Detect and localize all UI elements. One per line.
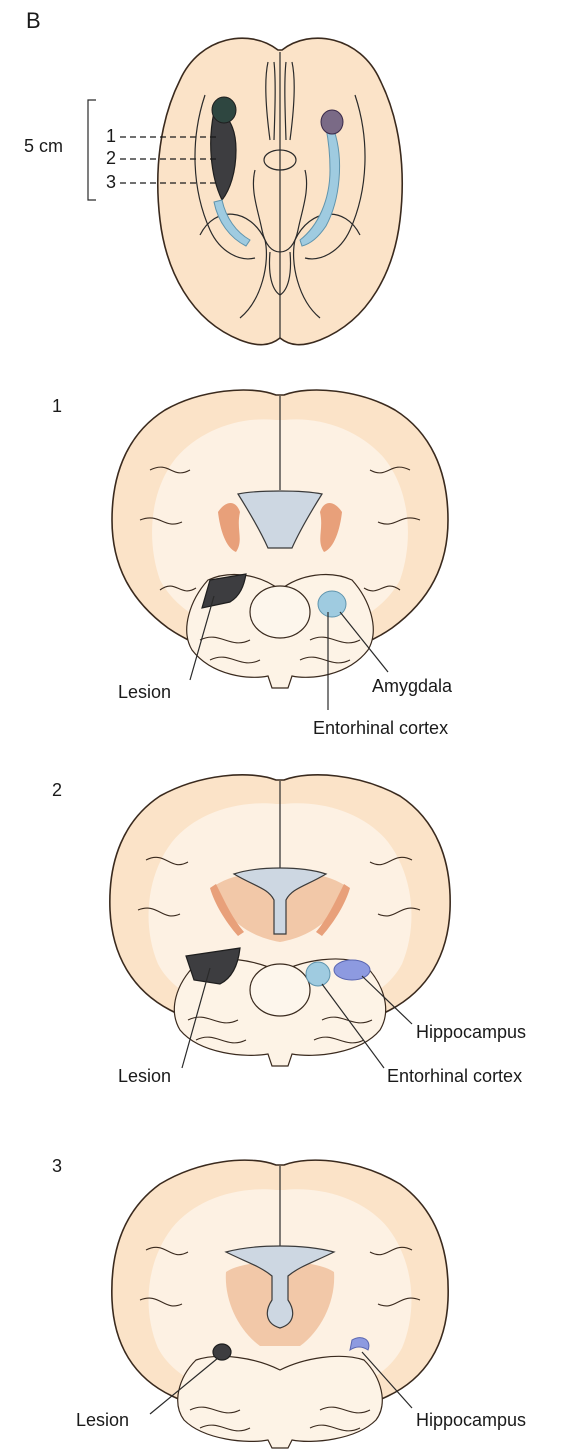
ventral-brain-view — [158, 38, 402, 345]
section-1-number: 1 — [52, 396, 62, 416]
section-3-number: 3 — [52, 1156, 62, 1176]
coronal-section-2: 2 Lesion Hippocampus Entorhinal cortex — [52, 775, 526, 1086]
section-1-amygdala-label: Amygdala — [372, 676, 453, 696]
section-2-lesion-label: Lesion — [118, 1066, 171, 1086]
section-2-entorhinal-label: Entorhinal cortex — [387, 1066, 522, 1086]
section-1-brainstem — [250, 586, 310, 638]
marker-2-label: 2 — [106, 148, 116, 168]
section-2-brainstem — [250, 964, 310, 1016]
section-2-hippocampus-label: Hippocampus — [416, 1022, 526, 1042]
section-3-lesion-label: Lesion — [76, 1410, 129, 1430]
coronal-section-1: 1 Lesion Amygdala Entorhinal cortex — [52, 390, 453, 738]
section-2-hippocampus — [334, 960, 370, 980]
section-3-hippocampus-label: Hippocampus — [416, 1410, 526, 1430]
marker-1-label: 1 — [106, 126, 116, 146]
scale-bar — [88, 100, 96, 200]
section-2-number: 2 — [52, 780, 62, 800]
ventral-lesion-amygdala — [212, 97, 236, 123]
section-1-amygdala — [318, 591, 346, 617]
section-3-lesion — [213, 1344, 231, 1360]
panel-letter: B — [26, 8, 41, 33]
section-1-entorhinal-label: Entorhinal cortex — [313, 718, 448, 738]
scale-label: 5 cm — [24, 136, 63, 156]
coronal-section-3: 3 Lesion Hippocampus — [52, 1156, 526, 1448]
section-2-entorhinal — [306, 962, 330, 986]
section-3-cerebellum — [178, 1356, 382, 1448]
ventral-right-amygdala — [321, 110, 343, 134]
marker-3-label: 3 — [106, 172, 116, 192]
section-1-lesion-label: Lesion — [118, 682, 171, 702]
